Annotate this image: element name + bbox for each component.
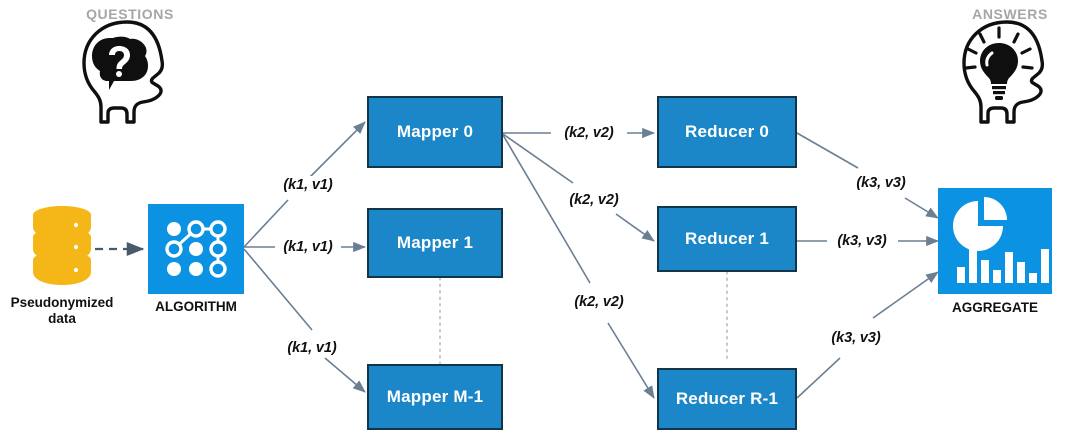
reducer-r-1-label: Reducer R-1 bbox=[675, 389, 779, 408]
source-caption-line2: data bbox=[48, 311, 76, 326]
edge-label-k1v1-top: (k1, v1) bbox=[279, 176, 337, 194]
edge-label-k2v2-bottom: (k2, v2) bbox=[570, 293, 628, 311]
mapper-1-box[interactable]: Mapper 1 bbox=[367, 208, 503, 278]
edge-algorithm-to-mapperM-b bbox=[324, 357, 366, 393]
edge-reducer0-to-aggregate-a bbox=[796, 132, 859, 169]
mapper-0-label: Mapper 0 bbox=[396, 122, 474, 141]
questions-endpoint: QUESTIONS bbox=[75, 6, 195, 128]
reducer-r-1-box[interactable]: Reducer R-1 bbox=[657, 368, 797, 430]
answers-endpoint: ANSWERS bbox=[955, 6, 1075, 128]
database-cylinder-icon bbox=[33, 206, 91, 285]
edge-mapper0-to-reducer1-b bbox=[615, 213, 655, 242]
mapper-1-label: Mapper 1 bbox=[396, 233, 474, 252]
reducer-0-label: Reducer 0 bbox=[684, 122, 769, 141]
edge-reducerR-to-aggregate-a bbox=[796, 357, 841, 399]
pie-and-bar-chart-icon bbox=[938, 188, 1052, 294]
edge-label-k2v2-mid: (k2, v2) bbox=[565, 191, 623, 209]
questions-caption: QUESTIONS bbox=[86, 6, 174, 22]
edge-label-k2v2-top: (k2, v2) bbox=[560, 124, 618, 142]
edge-mapper0-to-reducerR-a bbox=[502, 134, 591, 284]
algorithm-node[interactable] bbox=[148, 204, 244, 294]
source-caption-line1: Pseudonymized bbox=[10, 295, 114, 310]
head-profile-brain-question-icon bbox=[82, 20, 165, 124]
edge-reducerR-to-aggregate-b bbox=[872, 271, 939, 319]
edge-algorithm-to-mapper0-b bbox=[308, 121, 366, 179]
aggregate-caption: AGGREGATE bbox=[951, 300, 1039, 315]
edge-mapper0-to-reducerR-b bbox=[607, 322, 655, 399]
mapper-0-box[interactable]: Mapper 0 bbox=[367, 96, 503, 168]
mapper-m-1-label: Mapper M-1 bbox=[386, 387, 484, 406]
aggregate-node[interactable] bbox=[938, 188, 1052, 294]
mapper-m-1-box[interactable]: Mapper M-1 bbox=[367, 364, 503, 430]
edge-label-k3v3-mid: (k3, v3) bbox=[833, 232, 891, 250]
edge-label-k1v1-bottom: (k1, v1) bbox=[283, 339, 341, 357]
node-network-grid-icon bbox=[148, 204, 244, 294]
reducer-0-box[interactable]: Reducer 0 bbox=[657, 96, 797, 168]
head-profile-lightbulb-icon bbox=[962, 20, 1045, 124]
edge-algorithm-to-mapperM-a bbox=[243, 248, 313, 331]
edge-label-k1v1-mid: (k1, v1) bbox=[279, 238, 337, 256]
edge-label-k3v3-top: (k3, v3) bbox=[852, 174, 910, 192]
edge-label-k3v3-bottom: (k3, v3) bbox=[827, 329, 885, 347]
source-data-node bbox=[28, 206, 96, 292]
reducer-1-label: Reducer 1 bbox=[684, 229, 769, 248]
reducer-1-box[interactable]: Reducer 1 bbox=[657, 206, 797, 272]
edge-reducer0-to-aggregate-b bbox=[904, 197, 939, 219]
algorithm-caption: ALGORITHM bbox=[155, 299, 237, 314]
answers-caption: ANSWERS bbox=[972, 6, 1048, 22]
